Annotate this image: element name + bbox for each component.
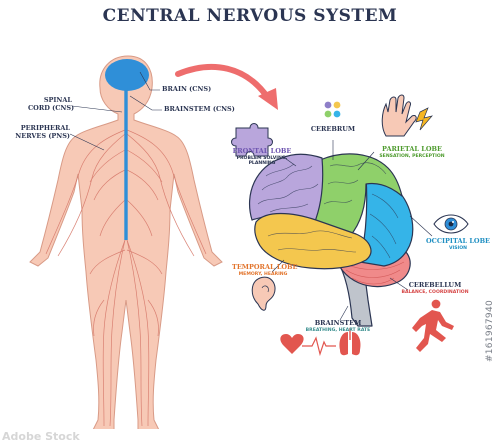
frontal-lobe-label: FRONTAL LOBE PROBLEM SOLVING, PLANNING [232, 147, 292, 167]
brain-label: BRAIN (CNS) [162, 85, 212, 93]
pointer-arrow [175, 63, 278, 110]
page-title: CENTRAL NERVOUS SYSTEM [102, 6, 398, 26]
cerebrum-label: CEREBRUM [310, 125, 356, 133]
head-brain [105, 59, 149, 91]
hand-icon [381, 94, 433, 137]
brainstem-label: BRAINSTEM (CNS) [164, 105, 235, 113]
peripheral-nerves [45, 129, 207, 427]
peripheral-nerves-label: PERIPHERAL NERVES (PNS) [15, 124, 70, 140]
heartbeat-line [302, 336, 336, 357]
temporal-lobe-label: TEMPORAL LOBE MEMORY, HEARING [232, 263, 298, 277]
cerebellum-label: CEREBELLUM BALANCE, COORDINATION [401, 281, 469, 295]
lungs-icon [339, 328, 361, 356]
body-leader-lines [69, 71, 162, 151]
heart-icon [280, 334, 304, 354]
brainstem-part-label: BRAINSTEM BREATHING, HEART RATE [305, 319, 371, 333]
spinal-cord-label: SPINAL CORD (CNS) [28, 96, 75, 112]
brain-illustration [248, 153, 414, 327]
ear-icon [251, 276, 276, 311]
parietal-lobe-label: PARIETAL LOBE SENSATION, PERCEPTION [379, 145, 445, 159]
puzzle-icon [231, 123, 273, 157]
temporal-region [254, 212, 372, 270]
dots-icon [324, 101, 341, 118]
human-body [29, 55, 223, 433]
occipital-lobe-label: OCCIPITAL LOBE VISION [426, 237, 491, 251]
stock-logo: Adobe Stock [2, 430, 80, 443]
eye-icon [433, 214, 469, 234]
runner-icon [412, 299, 454, 352]
brain-leader-lines [271, 140, 433, 321]
watermark-strip: Adobe Stock [0, 429, 500, 445]
stock-id: #161967940 [485, 300, 495, 363]
